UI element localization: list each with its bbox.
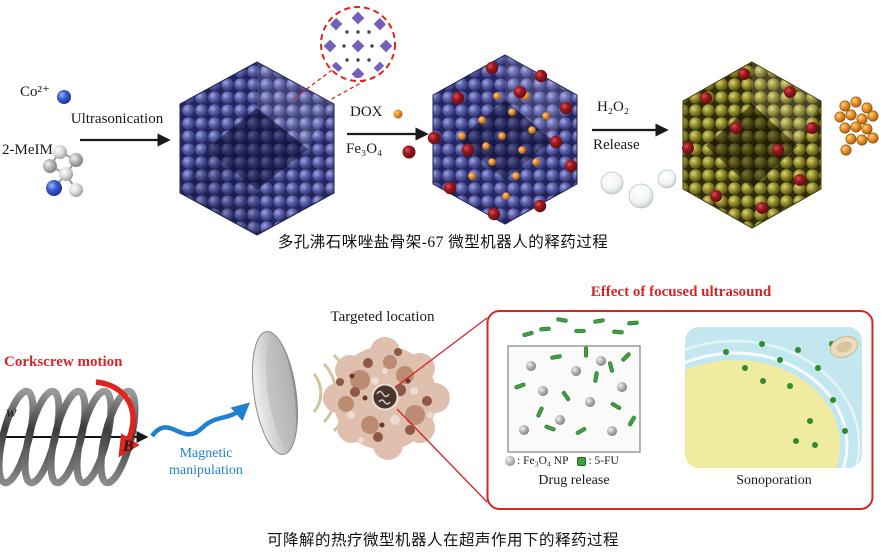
sonoporation-panel: [685, 327, 862, 468]
release-label: Release: [593, 137, 640, 153]
drug-release-legend: : Fe₃O₄ NP : 5-FU: [505, 455, 655, 467]
legend-5fu: : 5-FU: [577, 455, 619, 467]
crystal-inset-magnifier: [291, 6, 396, 101]
top-caption: 多孔沸石咪唑盐骨架-67 微型机器人的释药过程: [277, 234, 609, 251]
cobalt-ion-sphere: [57, 90, 71, 104]
dox-label: DOX: [350, 104, 383, 120]
targeted-location-label: Targeted location: [330, 309, 435, 325]
helix-microrobot: [0, 379, 149, 487]
release-bubbles: [600, 169, 677, 209]
legend-fe3o4: : Fe₃O₄ NP: [505, 455, 568, 467]
dox-fe3o4-arrow: [347, 109, 429, 159]
sonoporation-label: Sonoporation: [736, 473, 812, 488]
rotation-direction-arrow: [95, 379, 140, 458]
diffusing-drug-dots: [723, 341, 848, 448]
corkscrew-motion-label: Corkscrew motion: [4, 354, 123, 370]
fe3o4-loaded-dots: [427, 61, 578, 221]
legend-fe3o4-label: : Fe₃O₄ NP: [517, 455, 569, 467]
drug-release-panel: [507, 317, 641, 453]
fe3o4-label: Fe₃O₄: [346, 141, 383, 157]
fe3o4-np-dots: [519, 356, 627, 436]
bottom-caption: 可降解的热疗微型机器人在超声作用下的释药过程: [266, 532, 619, 549]
cobalt-ion-label: Co²⁺: [20, 84, 50, 100]
fe3o4-particle-icon: [402, 145, 416, 159]
meim-label: 2-MeIM: [2, 142, 53, 158]
h2o2-label: H₂O₂: [597, 99, 630, 115]
legend-5fu-label: : 5-FU: [588, 455, 619, 467]
ultrasonication-label: Ultrasonication: [70, 111, 164, 127]
microrobot-spot: [371, 383, 399, 411]
tissue-cell: [323, 337, 450, 460]
reactant-molecule: [43, 90, 83, 197]
loaded-crystal: [427, 54, 578, 225]
zoom-connector-lines: [396, 317, 488, 503]
magnetic-field-label: B: [123, 438, 134, 455]
membrane-structure: [829, 335, 859, 359]
fu-legend-icon: [577, 456, 587, 466]
ultrasound-transducer: [251, 331, 299, 455]
dox-particle-icon: [393, 109, 403, 119]
fe3o4-legend-icon: [505, 456, 515, 466]
magnetic-manipulation-label: Magnetic manipulation: [169, 446, 243, 478]
drug-release-label: Drug release: [538, 473, 610, 488]
zif67-crystal: [179, 61, 335, 236]
effect-title: Effect of focused ultrasound: [590, 284, 772, 300]
released-drug-cluster: [834, 96, 879, 156]
magnetic-arrow: [150, 402, 251, 438]
degraded-crystal: [682, 61, 822, 229]
omega-label: w: [6, 404, 17, 421]
fe3o4-remaining-dots: [682, 68, 818, 214]
